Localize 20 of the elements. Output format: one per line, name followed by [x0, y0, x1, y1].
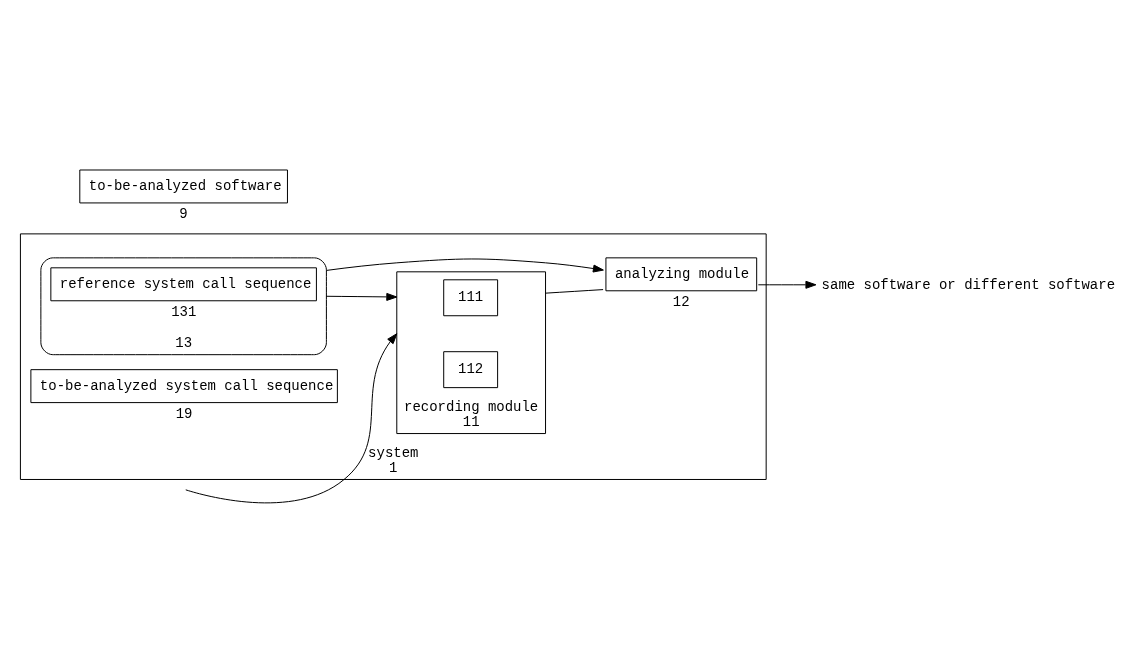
node-label: 9: [179, 205, 188, 222]
node-box: to-be-analyzed software: [79, 169, 288, 203]
node-label: 11: [462, 413, 480, 430]
cluster: [40, 256, 327, 355]
node-label: 12: [672, 293, 690, 310]
node-label: 131: [171, 303, 197, 320]
arrow: [325, 257, 604, 272]
connector: [545, 288, 604, 294]
node-box: reference system call sequence: [50, 266, 317, 301]
node-box: 111: [443, 278, 499, 316]
node-label: 1: [389, 459, 398, 476]
arrow: [325, 292, 398, 301]
arrow: [757, 280, 817, 289]
node-box: analyzing module: [605, 256, 758, 291]
node-text: same software or different software: [821, 275, 1116, 292]
node-box: 112: [443, 350, 499, 388]
arrow: [185, 332, 398, 503]
node-label: 13: [175, 334, 193, 351]
node-box: to-be-analyzed system call sequence: [30, 368, 338, 403]
node-label: 19: [175, 405, 193, 422]
